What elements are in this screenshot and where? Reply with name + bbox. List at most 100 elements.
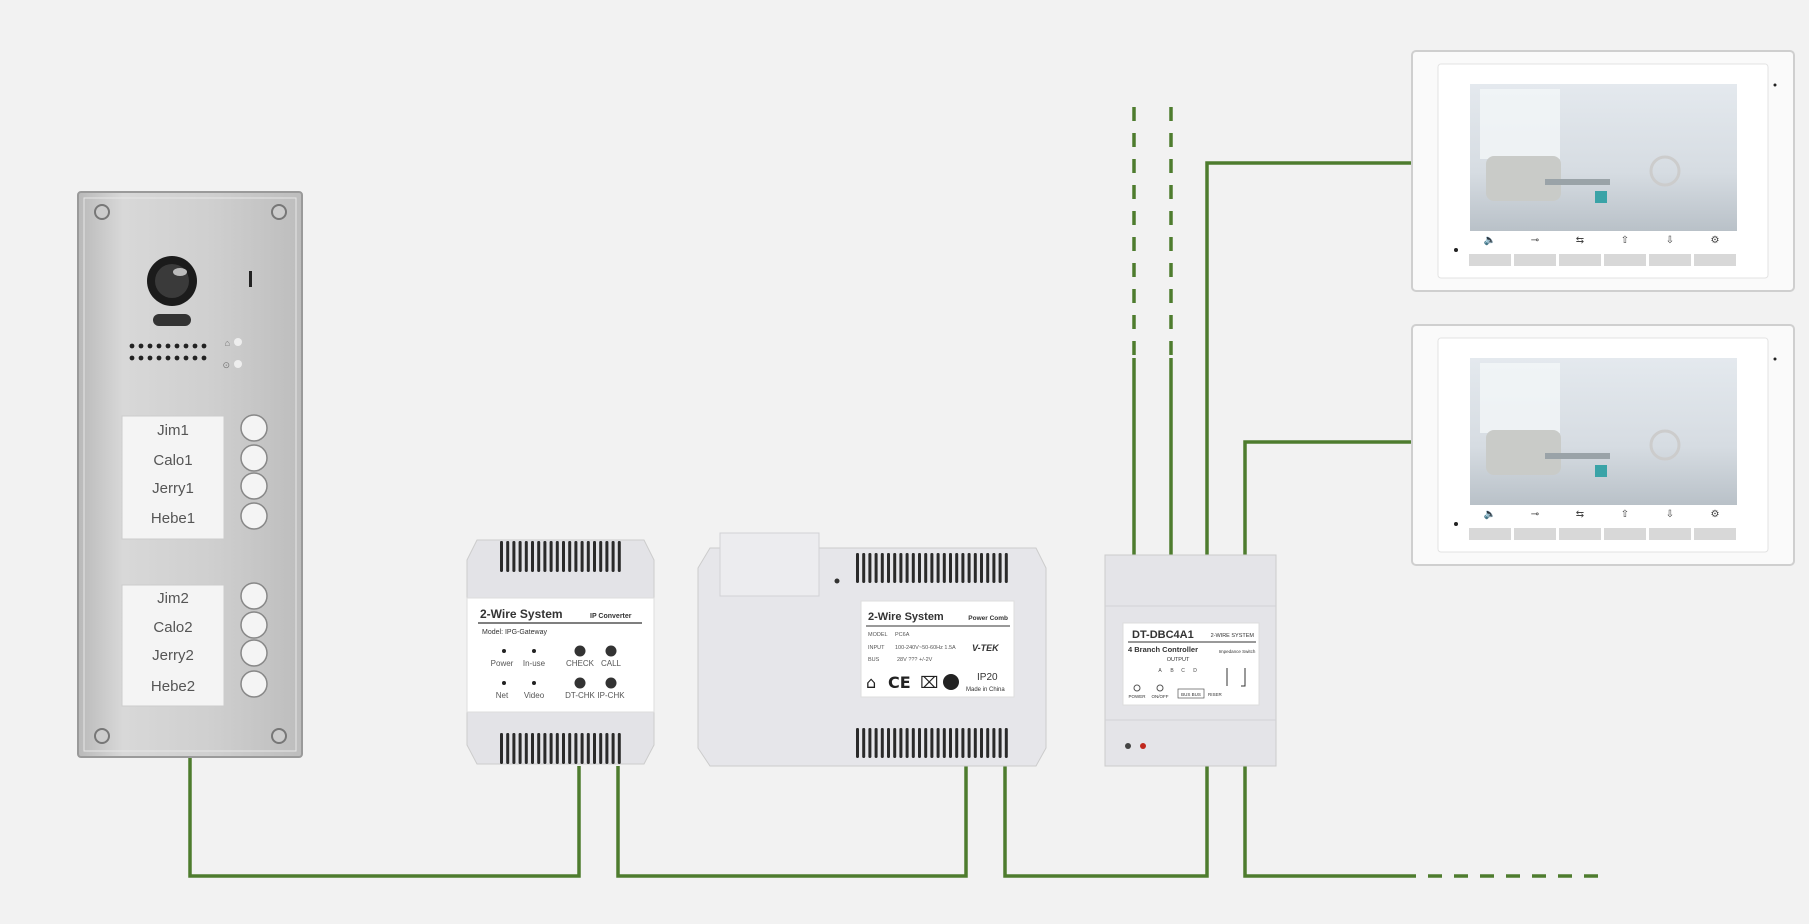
resident-name: Calo2 (153, 619, 192, 636)
ip-chk-button[interactable] (605, 677, 617, 689)
vent-slot (512, 733, 516, 764)
resident-name: Hebe2 (151, 678, 195, 695)
vent-slot (580, 733, 584, 764)
bus-value: 28V ??? +/-2V (897, 657, 933, 663)
vent-slot (967, 553, 971, 583)
vent-slot (880, 553, 884, 583)
call-button[interactable] (240, 502, 268, 530)
call-button[interactable] (240, 639, 268, 667)
monitor-button[interactable] (1469, 254, 1511, 266)
svg-text:⌂: ⌂ (866, 673, 876, 692)
port-a: A (1158, 668, 1162, 674)
settings-icon: ⚙ (1711, 509, 1720, 520)
vent-slot (998, 553, 1002, 583)
monitor-button[interactable] (1604, 528, 1646, 540)
ip-converter: 2-Wire System IP Converter Model: IPG-Ga… (466, 539, 655, 765)
wire-power-to-branch (1003, 766, 1209, 878)
monitor-button[interactable] (1649, 528, 1691, 540)
check-button[interactable] (574, 645, 586, 657)
vent-slot (500, 733, 503, 764)
vent-slot (980, 553, 983, 583)
vent-slot (961, 553, 965, 583)
call-button[interactable] (240, 414, 268, 442)
vent-slot (518, 733, 522, 764)
vent-slot (531, 541, 534, 572)
vent-slot (856, 728, 859, 758)
model-label: MODEL (868, 632, 888, 638)
vent-slot (568, 733, 572, 764)
call-button[interactable] (240, 444, 268, 472)
screw-icon (94, 204, 287, 744)
impedance-switch[interactable] (1226, 668, 1246, 687)
vent-slot (500, 541, 503, 572)
settings-icon: ⚙ (1711, 235, 1720, 246)
monitor-button[interactable] (1469, 528, 1511, 540)
svg-text:⌂: ⌂ (225, 338, 230, 348)
vent-slot (936, 728, 940, 758)
check-label: CHECK (566, 659, 595, 668)
ip-rating: IP20 (977, 672, 998, 683)
vent-slot (543, 541, 547, 572)
vent-slot (568, 541, 572, 572)
port-c: C (1181, 668, 1185, 674)
monitor-button[interactable] (1559, 528, 1601, 540)
vent-slot (586, 541, 590, 572)
vent-slot (887, 553, 890, 583)
monitor-button[interactable] (1514, 528, 1556, 540)
sensor-slot (249, 271, 252, 287)
vent-slot (617, 733, 621, 764)
resident-name: Calo1 (153, 452, 192, 469)
branch-title: 4 Branch Controller (1128, 645, 1198, 654)
vent-slot (893, 553, 897, 583)
vent-slot (936, 553, 940, 583)
brand-logo: V-TEK (972, 643, 1000, 653)
call-button[interactable] (240, 472, 268, 500)
wire-door-to-converter (188, 757, 581, 878)
origin: Made in China (966, 687, 1005, 693)
converter-subtitle: IP Converter (590, 613, 632, 620)
vent-slot (862, 553, 866, 583)
vent-slot (537, 733, 541, 764)
monitor-button[interactable] (1694, 254, 1736, 266)
vent-slot (992, 728, 996, 758)
call-button[interactable] (240, 670, 268, 698)
door-station: ⌂⊙ Jim1Calo1Jerry1Hebe1Jim2Calo2Jerry2He… (77, 191, 303, 758)
monitor-button[interactable] (1559, 254, 1601, 266)
port-b: B (1170, 668, 1174, 674)
logo-badge (153, 314, 191, 326)
vent-slot (599, 733, 603, 764)
vent-slot (611, 733, 615, 764)
call-button[interactable] (240, 611, 268, 639)
vent-slot (893, 728, 897, 758)
svg-text:CE: CE (888, 673, 911, 692)
monitor-button[interactable] (1694, 528, 1736, 540)
power-supply: 2-Wire System Power Comb MODEL PC6A INPU… (697, 532, 1047, 767)
resident-name: Jim2 (157, 590, 189, 607)
down-icon: ⇩ (1666, 509, 1674, 520)
unlock-icon: ⊸ (1531, 235, 1539, 246)
call-button[interactable] (240, 582, 268, 610)
dt-chk-button[interactable] (574, 677, 586, 689)
camera-icon (147, 256, 197, 306)
vent-slot (574, 733, 578, 764)
monitor-button[interactable] (1604, 254, 1646, 266)
monitor-button[interactable] (1514, 254, 1556, 266)
vent-slot (973, 553, 977, 583)
vent-slot (543, 733, 547, 764)
call-button[interactable] (605, 645, 617, 657)
power-title: 2-Wire System (868, 611, 944, 623)
vent-slot (973, 728, 977, 758)
certification-icons: ⌂CE⌧ (866, 673, 959, 692)
vent-slot (518, 541, 522, 572)
vent-slot (856, 553, 859, 583)
vent-slot (862, 728, 866, 758)
wire-converter-to-power (616, 766, 968, 878)
power-subtitle: Power Comb (968, 615, 1008, 622)
monitor-button[interactable] (1649, 254, 1691, 266)
led-inuse-label: In-use (523, 659, 546, 668)
vent-slot (980, 728, 983, 758)
vent-slot (593, 733, 596, 764)
resident-name: Jerry1 (152, 480, 194, 497)
led-net-label: Net (496, 691, 509, 700)
